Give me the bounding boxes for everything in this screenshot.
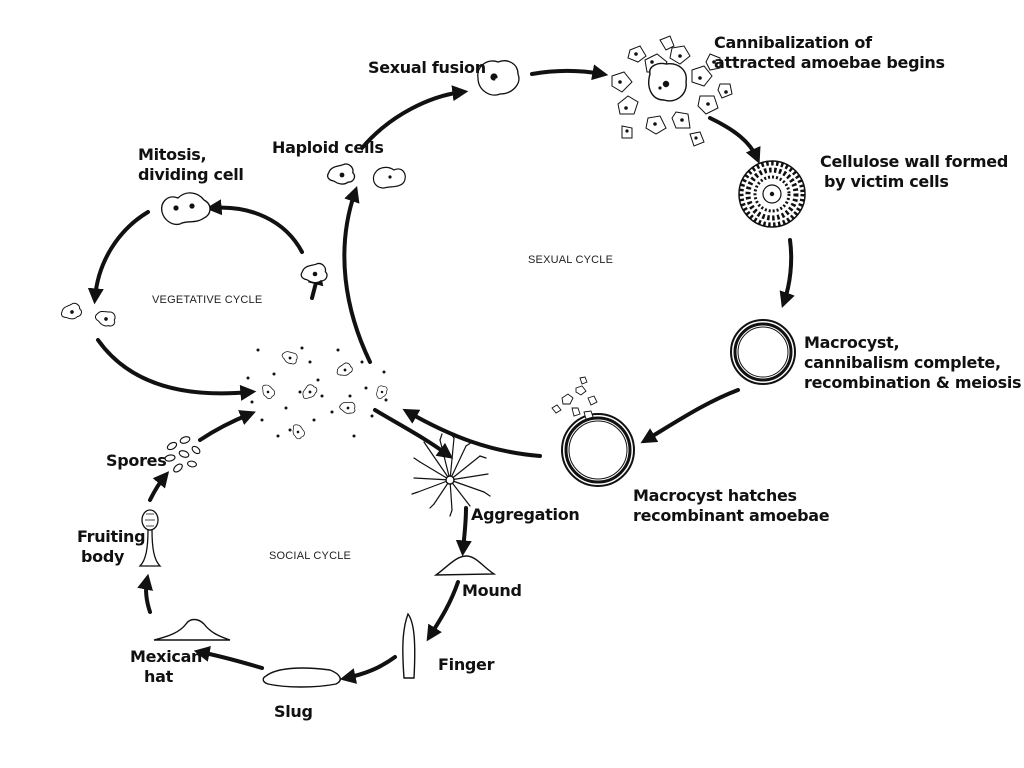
label-aggregation: Aggregation xyxy=(471,505,580,524)
arrow-veg-bottom xyxy=(96,338,257,401)
arrow-veg-top xyxy=(205,199,304,254)
aggregation-center xyxy=(411,432,491,517)
veg-cell-left-a xyxy=(59,301,83,322)
label-mound: Mound xyxy=(462,581,522,600)
arrow-fusion-to-cannibal xyxy=(530,64,609,81)
arrow-slug-to-hat xyxy=(193,646,264,670)
label-spores: Spores xyxy=(106,451,167,470)
social-cycle-label: SOCIAL CYCLE xyxy=(269,550,352,562)
arrow-hat-to-fruiting xyxy=(137,573,153,614)
cellulose-wall-cyst xyxy=(738,160,806,228)
slug-shape xyxy=(262,667,341,688)
mound-shape xyxy=(433,555,497,576)
arrow-macrocyst-to-hatch xyxy=(640,388,740,444)
arrow-wall-to-macrocyst xyxy=(779,238,795,309)
arrow-sex-up xyxy=(342,185,372,364)
arrow-mound-to-finger xyxy=(426,580,460,642)
label-macrocyst: Macrocyst,cannibalism complete,recombina… xyxy=(804,333,1022,392)
arrow-hatch-to-center xyxy=(402,408,542,458)
mexican-hat-shape xyxy=(153,618,231,641)
label-finger: Finger xyxy=(438,655,495,674)
mitosis-cell xyxy=(161,192,211,226)
arrow-cannibal-to-wall xyxy=(708,116,761,164)
macrocyst xyxy=(730,319,796,385)
arrow-veg-left xyxy=(87,210,150,305)
label-mitosis: Mitosis,dividing cell xyxy=(138,145,244,184)
label-sexual-fusion: Sexual fusion xyxy=(368,58,486,77)
haploid-cell-a xyxy=(326,163,356,185)
label-slug: Slug xyxy=(274,702,313,721)
label-haploid-cells: Haploid cells xyxy=(272,138,384,157)
arrow-aggregation-to-mound xyxy=(455,506,472,557)
arrow-fruiting-to-spores xyxy=(148,471,170,502)
sexual-fusion-cell xyxy=(477,60,520,96)
arrow-haploid-to-fusion xyxy=(360,85,469,150)
fruiting-body-shape xyxy=(138,509,162,567)
spores-cluster xyxy=(164,436,201,473)
vegetative-cycle-label: VEGETATIVE CYCLE xyxy=(152,294,263,306)
haploid-cell-b xyxy=(372,166,406,189)
veg-cell-left-b xyxy=(93,307,119,330)
arrow-center-to-aggregation xyxy=(373,408,454,459)
amoebae-cloud xyxy=(246,346,390,441)
arrow-spores-to-center xyxy=(198,410,256,442)
cannibalization-cluster xyxy=(611,35,733,147)
hatching-macrocyst xyxy=(551,376,635,487)
arrow-finger-to-slug xyxy=(339,655,397,684)
veg-cell-right xyxy=(300,262,328,284)
finger-shape xyxy=(402,612,416,679)
sexual-cycle-label: SEXUAL CYCLE xyxy=(528,254,614,266)
